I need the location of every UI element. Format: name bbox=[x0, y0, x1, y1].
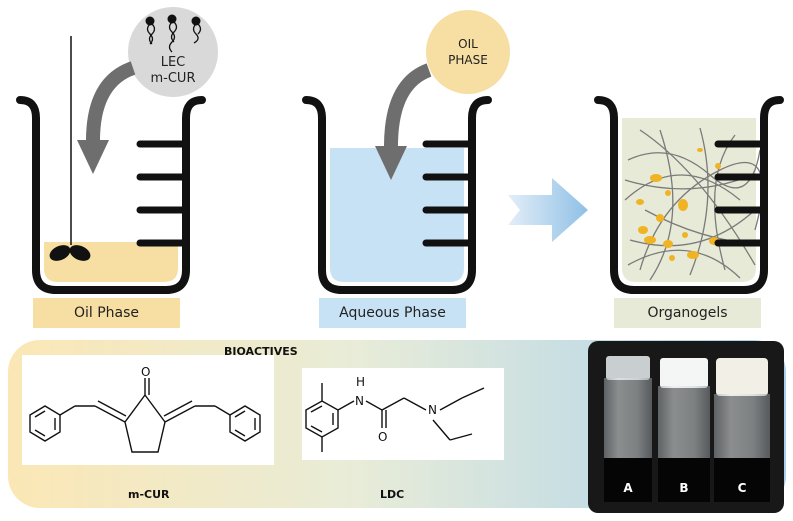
aqueous-liquid bbox=[330, 148, 464, 282]
mcur-structure-box bbox=[22, 355, 274, 465]
lecithin-molecule-icon bbox=[145, 14, 202, 53]
mcur-oxygen-atom: O bbox=[141, 365, 151, 379]
bubble-lec-text: LEC m-CUR bbox=[133, 55, 213, 87]
ldc-h-atom: H bbox=[356, 375, 366, 389]
beaker-oil-ticks bbox=[136, 140, 187, 247]
bioactives-title: BIOACTIVES bbox=[224, 345, 298, 358]
process-arrow-icon bbox=[508, 178, 588, 242]
bubble-oil-line2: PHASE bbox=[448, 53, 488, 67]
curved-arrow-1 bbox=[77, 61, 136, 174]
vial-c-label: C bbox=[737, 481, 747, 495]
beaker-organogel-wall bbox=[594, 96, 784, 294]
beaker-aqueous bbox=[302, 96, 492, 294]
bubble-lec-line1: LEC bbox=[160, 55, 186, 70]
ldc-structure bbox=[305, 383, 485, 452]
beaker-oil-wall bbox=[16, 96, 206, 294]
stirrer-blades bbox=[49, 245, 91, 261]
bubble-oil-text: OIL PHASE bbox=[428, 36, 508, 68]
bubble-lec bbox=[128, 7, 218, 97]
organogels-label: Organogels bbox=[647, 305, 728, 321]
vial-b bbox=[658, 358, 710, 502]
vial-photo bbox=[588, 341, 784, 513]
ldc-structure-box bbox=[302, 368, 504, 460]
beaker-organogel bbox=[594, 96, 784, 294]
beaker-aqueous-wall bbox=[302, 96, 492, 294]
vial-a bbox=[604, 356, 652, 502]
oil-phase-label-box bbox=[33, 298, 180, 328]
beaker-aqueous-ticks bbox=[422, 140, 473, 247]
ldc-o-atom: O bbox=[378, 430, 388, 444]
ldc-name-label: LDC bbox=[380, 488, 405, 501]
mcur-name-label: m-CUR bbox=[128, 488, 170, 501]
beaker-organogel-ticks bbox=[714, 140, 765, 247]
ldc-n-amine-atom: N bbox=[428, 403, 437, 417]
oil-phase-label: Oil Phase bbox=[73, 305, 140, 321]
aqueous-phase-label: Aqueous Phase bbox=[339, 305, 446, 321]
ldc-n-amide-atom: N bbox=[355, 394, 364, 408]
vial-b-label: B bbox=[679, 481, 689, 495]
bubble-oil-line1: OIL bbox=[458, 37, 478, 51]
aqueous-phase-label-box bbox=[319, 298, 466, 328]
beaker-oil bbox=[16, 36, 206, 294]
bubble-lec-line2: m-CUR bbox=[150, 71, 196, 86]
vial-c bbox=[714, 358, 770, 502]
mcur-structure bbox=[29, 378, 261, 453]
organogels-label-box bbox=[614, 298, 761, 328]
curved-arrow-2 bbox=[375, 63, 432, 180]
bubble-oil bbox=[426, 10, 510, 94]
vial-a-label: A bbox=[623, 481, 633, 495]
